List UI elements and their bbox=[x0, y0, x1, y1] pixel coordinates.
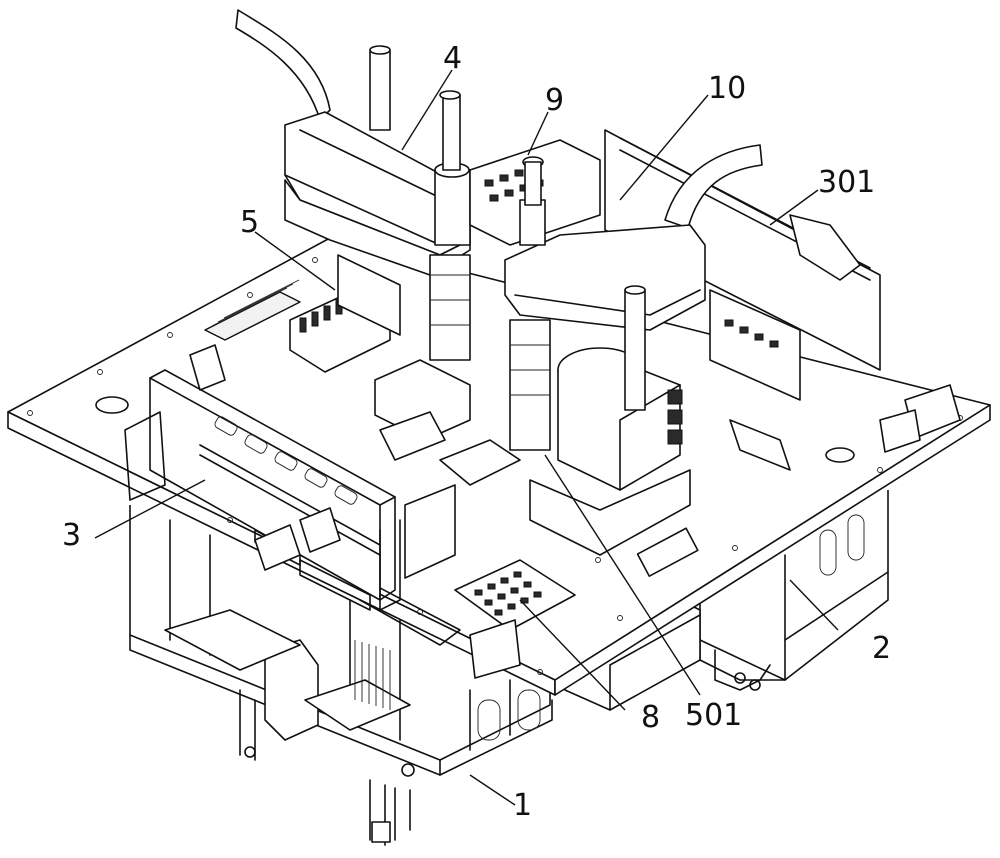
callout-9: 9 bbox=[545, 83, 564, 118]
callout-501: 501 bbox=[685, 698, 742, 733]
callout-leader-lines bbox=[94, 69, 839, 806]
robot-4-cable bbox=[235, 9, 331, 121]
robot-4-scara-arm bbox=[284, 90, 471, 361]
left-feeder-assembly bbox=[189, 254, 401, 391]
callout-10: 10 bbox=[708, 71, 746, 106]
robot-4-pillar bbox=[369, 45, 391, 131]
center-stations bbox=[254, 359, 521, 571]
support-frame-1 bbox=[129, 505, 553, 846]
callout-3: 3 bbox=[62, 518, 81, 553]
right-gantry-module-10 bbox=[604, 129, 961, 471]
front-lower-mechanism bbox=[164, 609, 411, 741]
robot-2-cable bbox=[664, 144, 763, 229]
front-tray-8 bbox=[404, 484, 576, 679]
callout-4: 4 bbox=[443, 41, 462, 76]
callout-1: 1 bbox=[513, 788, 532, 823]
callout-2: 2 bbox=[872, 631, 891, 666]
robot-2-scara-arm bbox=[504, 156, 706, 451]
callout-301: 301 bbox=[818, 165, 875, 200]
callout-8: 8 bbox=[641, 700, 660, 735]
callout-5: 5 bbox=[240, 205, 259, 240]
center-motor-module bbox=[529, 285, 691, 556]
callout-labels: 4 9 10 301 5 3 2 1 8 501 bbox=[62, 41, 891, 823]
